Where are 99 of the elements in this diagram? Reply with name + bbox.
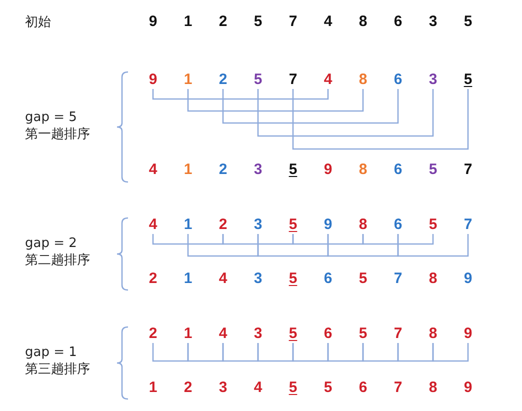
row-label: 第一趟排序 — [25, 127, 90, 143]
number: 3 — [252, 270, 264, 288]
number: 2 — [218, 13, 228, 31]
bracket-line — [152, 89, 329, 100]
bracket-line — [292, 234, 364, 245]
bracket-line — [362, 234, 434, 245]
number: 1 — [182, 161, 194, 179]
number: 5 — [283, 216, 303, 234]
number: 6 — [318, 325, 338, 343]
number: 4 — [322, 13, 334, 31]
number: 7 — [288, 13, 298, 31]
row-label: 初始 — [25, 15, 51, 31]
number: 1 — [182, 270, 194, 288]
number: 9 — [318, 216, 338, 234]
bracket-line — [257, 234, 329, 257]
bracket-line — [187, 234, 259, 257]
number: 3 — [252, 161, 264, 179]
number: 8 — [428, 379, 438, 397]
bracket-line — [222, 343, 259, 362]
number: 6 — [322, 270, 334, 288]
number: 3 — [428, 13, 438, 31]
row-label: gap = 2 — [25, 236, 77, 252]
bracket-line — [257, 343, 294, 362]
bracket-line — [292, 343, 329, 362]
number: 4 — [143, 216, 163, 234]
number: 8 — [358, 13, 368, 31]
number: 2 — [213, 71, 233, 89]
row-label: gap = 5 — [25, 110, 77, 126]
number: 1 — [182, 13, 194, 31]
number: 5 — [288, 379, 298, 397]
row-label: gap = 1 — [25, 345, 77, 361]
bracket-line — [152, 343, 189, 362]
number: 5 — [462, 13, 474, 31]
bracket-line — [327, 234, 399, 257]
number: 6 — [358, 379, 368, 397]
number: 7 — [458, 216, 478, 234]
number: 5 — [248, 71, 268, 89]
bracket-line — [362, 343, 399, 362]
bracket-line — [327, 343, 364, 362]
number: 5 — [423, 216, 443, 234]
number: 6 — [388, 216, 408, 234]
number: 5 — [428, 161, 438, 179]
number: 5 — [288, 270, 298, 288]
number: 5 — [252, 13, 264, 31]
number: 1 — [178, 71, 198, 89]
bracket-line — [152, 234, 224, 245]
number: 5 — [458, 71, 478, 89]
number: 2 — [182, 379, 194, 397]
number: 6 — [388, 71, 408, 89]
number: 7 — [392, 270, 404, 288]
number: 8 — [353, 216, 373, 234]
bracket-line — [187, 343, 224, 362]
bracket-line — [397, 234, 469, 257]
number: 8 — [353, 71, 373, 89]
number: 7 — [283, 71, 303, 89]
number: 2 — [218, 161, 228, 179]
number: 8 — [428, 270, 438, 288]
number: 5 — [322, 379, 334, 397]
number: 2 — [148, 270, 158, 288]
bracket-line — [222, 234, 294, 245]
row-label: 第三趟排序 — [25, 362, 90, 378]
number: 7 — [392, 379, 404, 397]
number: 3 — [423, 71, 443, 89]
number: 1 — [178, 325, 198, 343]
number: 3 — [248, 216, 268, 234]
number: 7 — [388, 325, 408, 343]
number: 1 — [178, 216, 198, 234]
number: 9 — [143, 71, 163, 89]
bracket-line — [432, 343, 469, 362]
number: 6 — [392, 161, 404, 179]
number: 4 — [252, 379, 264, 397]
number: 4 — [148, 161, 158, 179]
number: 8 — [358, 161, 368, 179]
bracket-line — [187, 89, 364, 112]
number: 5 — [288, 161, 298, 179]
number: 4 — [218, 270, 228, 288]
number: 2 — [213, 216, 233, 234]
number: 8 — [423, 325, 443, 343]
number: 9 — [462, 379, 474, 397]
number: 5 — [358, 270, 368, 288]
number: 9 — [462, 270, 474, 288]
number: 9 — [458, 325, 478, 343]
number: 6 — [392, 13, 404, 31]
bracket-line — [292, 89, 469, 150]
number: 5 — [353, 325, 373, 343]
number: 9 — [322, 161, 334, 179]
number: 2 — [143, 325, 163, 343]
number: 7 — [462, 161, 474, 179]
number: 3 — [218, 379, 228, 397]
number: 3 — [248, 325, 268, 343]
bracket-line — [397, 343, 434, 362]
bracket-line — [257, 89, 434, 137]
number: 4 — [213, 325, 233, 343]
number: 9 — [148, 13, 158, 31]
number: 1 — [148, 379, 158, 397]
number: 5 — [283, 325, 303, 343]
number: 4 — [318, 71, 338, 89]
row-label: 第二趟排序 — [25, 253, 90, 269]
bracket-line — [222, 89, 399, 124]
